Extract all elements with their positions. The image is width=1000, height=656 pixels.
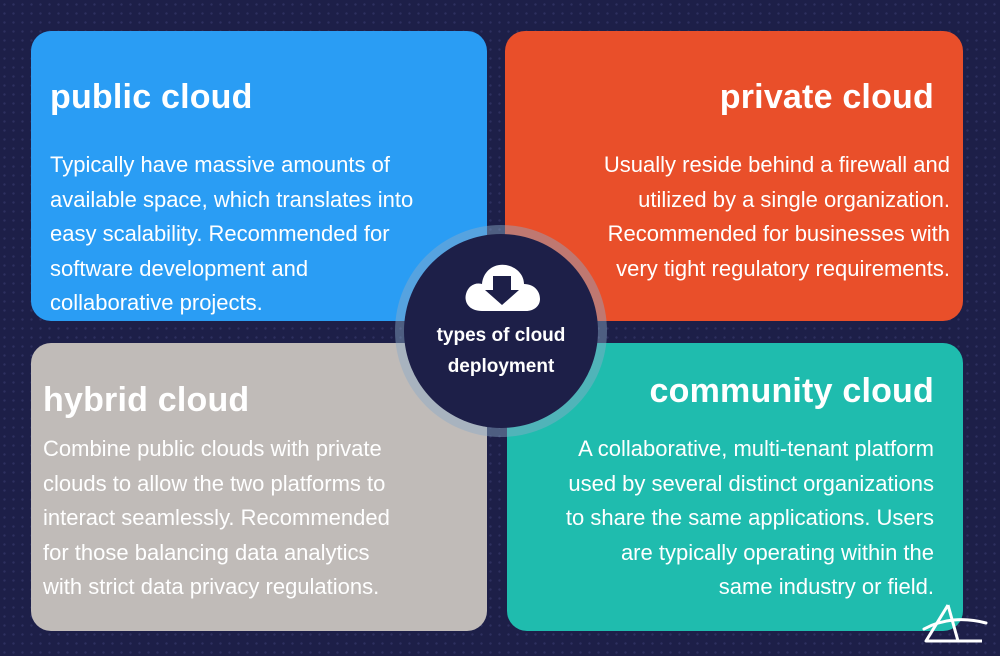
- description-line: clouds to allow the two platforms to: [43, 470, 386, 496]
- description-line: for those balancing data analytics: [43, 539, 370, 565]
- private-cloud-card: private cloud Usually reside behind a fi…: [505, 31, 963, 321]
- description-line: same industry or field.: [718, 574, 934, 599]
- description-line: with strict data privacy regulations.: [43, 574, 380, 599]
- description-line: utilized by a single organization.: [638, 186, 950, 212]
- description-line: Typically have massive amounts of: [50, 152, 390, 177]
- private-cloud-title: private cloud: [719, 78, 934, 116]
- center-title-line2: deployment: [447, 356, 555, 377]
- description-line: very tight regulatory requirements.: [616, 255, 950, 281]
- public-cloud-card: public cloud Typically have massive amou…: [31, 31, 487, 321]
- description-line: are typically operating within the: [620, 539, 934, 565]
- center-title-line1: types of cloud: [436, 325, 566, 346]
- description-line: software development and: [50, 255, 309, 281]
- community-cloud-card: community cloud A collaborative, multi-t…: [507, 343, 963, 631]
- description-line: Recommended for businesses with: [607, 221, 950, 246]
- public-cloud-title: public cloud: [50, 78, 253, 116]
- private-cloud-description: Usually reside behind a firewall and uti…: [520, 148, 950, 286]
- community-cloud-title: community cloud: [649, 372, 934, 410]
- center-title: types of cloud deployment: [404, 320, 598, 382]
- center-badge: types of cloud deployment: [404, 234, 598, 428]
- description-line: to share the same applications. Users: [565, 505, 934, 530]
- description-line: easy scalability. Recommended for: [50, 221, 390, 246]
- description-line: interact seamlessly. Recommended: [43, 505, 390, 530]
- description-line: collaborative projects.: [50, 290, 263, 315]
- hybrid-cloud-description: Combine public clouds with private cloud…: [43, 432, 463, 605]
- public-cloud-description: Typically have massive amounts of availa…: [50, 148, 480, 321]
- description-line: Usually reside behind a firewall and: [603, 152, 950, 177]
- community-cloud-description: A collaborative, multi-tenant platform u…: [504, 432, 934, 605]
- description-line: A collaborative, multi-tenant platform: [578, 436, 934, 461]
- description-line: Combine public clouds with private: [43, 436, 382, 461]
- description-line: used by several distinct organizations: [568, 470, 934, 496]
- triangle-logo-icon: [922, 604, 988, 643]
- hybrid-cloud-card: hybrid cloud Combine public clouds with …: [31, 343, 487, 631]
- cloud-download-icon: [465, 264, 540, 311]
- description-line: available space, which translates into: [50, 186, 414, 212]
- hybrid-cloud-title: hybrid cloud: [43, 381, 250, 419]
